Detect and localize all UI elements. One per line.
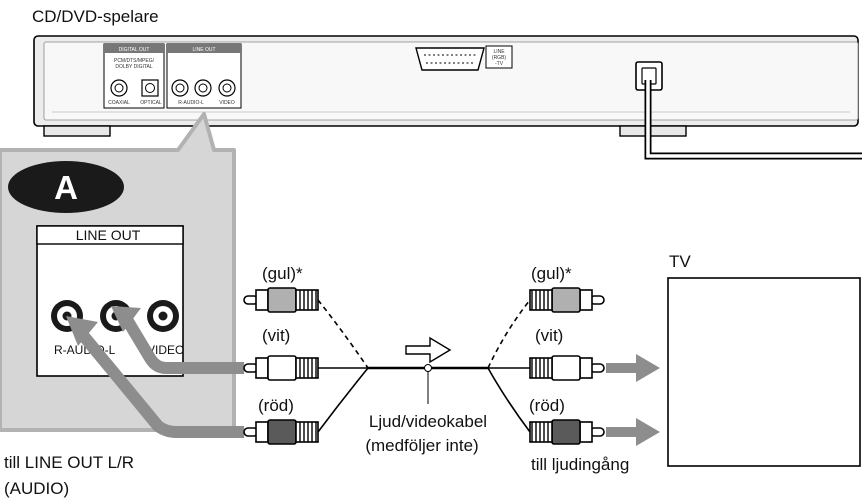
digital-out-panel: DIGITAL OUT PCM/DTS/MPEG/ DOLBY DIGITAL … — [103, 43, 165, 109]
caption-audio: (AUDIO) — [4, 479, 69, 498]
arrow-to-tv-white — [606, 354, 660, 382]
jack-l-audio-small — [194, 79, 212, 97]
line-out-label-small: LINE OUT — [192, 47, 215, 53]
caption-line-out-lr: till LINE OUT L/R — [4, 453, 134, 472]
signal-direction-arrow — [405, 336, 452, 364]
caption-audio-input: till ljudingång — [531, 455, 629, 474]
optical-label: OPTICAL — [140, 100, 162, 106]
white-plug-right — [529, 355, 605, 381]
digital-out-label: DIGITAL OUT — [119, 47, 150, 53]
white-plug-left — [243, 355, 319, 381]
cable-label-1: Ljud/videokabel — [369, 412, 487, 431]
label-yellow-left: (gul)* — [262, 264, 303, 283]
power-cord — [635, 61, 862, 160]
jack-video — [147, 300, 179, 332]
scart-tv-label: -TV — [495, 61, 504, 67]
label-white-right: (vit) — [535, 326, 563, 345]
yellow-plug-right — [529, 287, 605, 313]
red-plug-arrowhead — [66, 316, 98, 346]
coaxial-jack — [110, 79, 128, 97]
optical-jack — [141, 79, 159, 97]
red-plug-arrow — [77, 330, 244, 438]
badge-a-shape — [8, 161, 124, 213]
red-plug-left — [243, 419, 319, 445]
line-out-panel-title: LINE OUT — [76, 227, 141, 243]
video-label-small: VIDEO — [219, 100, 235, 106]
scart-rgb-label: (RGB) — [492, 55, 507, 61]
jack-r-audio-small — [171, 79, 189, 97]
pcm-dts-label: PCM/DTS/MPEG/ — [114, 58, 155, 64]
badge-a: A — [54, 169, 78, 206]
jack-video-small — [218, 79, 236, 97]
dolby-digital-label: DOLBY DIGITAL — [115, 64, 153, 70]
white-plug-arrowhead — [111, 306, 141, 332]
r-audio-l-label-small: R-AUDIO-L — [178, 100, 204, 106]
label-red-left: (röd) — [258, 396, 294, 415]
line-out-panel-small: LINE OUT R-AUDIO-L VIDEO — [166, 43, 242, 109]
device-title: CD/DVD-spelare — [32, 7, 159, 26]
red-plug-right — [529, 419, 605, 445]
scart-connector: LINE (RGB) -TV — [415, 45, 513, 71]
yellow-plug-left — [243, 287, 319, 313]
scart-line-label: LINE — [493, 49, 505, 55]
white-plug-arrow — [120, 314, 244, 374]
label-white-left: (vit) — [262, 326, 290, 345]
label-yellow-right: (gul)* — [531, 264, 572, 283]
jack-label-video: VIDEO — [147, 343, 184, 357]
coaxial-label: COAXIAL — [108, 100, 130, 106]
arrow-to-tv-red — [606, 418, 660, 446]
cable-label-2: (medföljer inte) — [365, 436, 478, 455]
dvd-player-rear-panel: DIGITAL OUT PCM/DTS/MPEG/ DOLBY DIGITAL … — [33, 35, 862, 160]
tv-label: TV — [669, 252, 691, 271]
label-red-right: (röd) — [529, 396, 565, 415]
tv-box — [667, 277, 861, 467]
zoom-callout: A LINE OUT R-AUDIO-L VIDEO — [0, 112, 244, 438]
